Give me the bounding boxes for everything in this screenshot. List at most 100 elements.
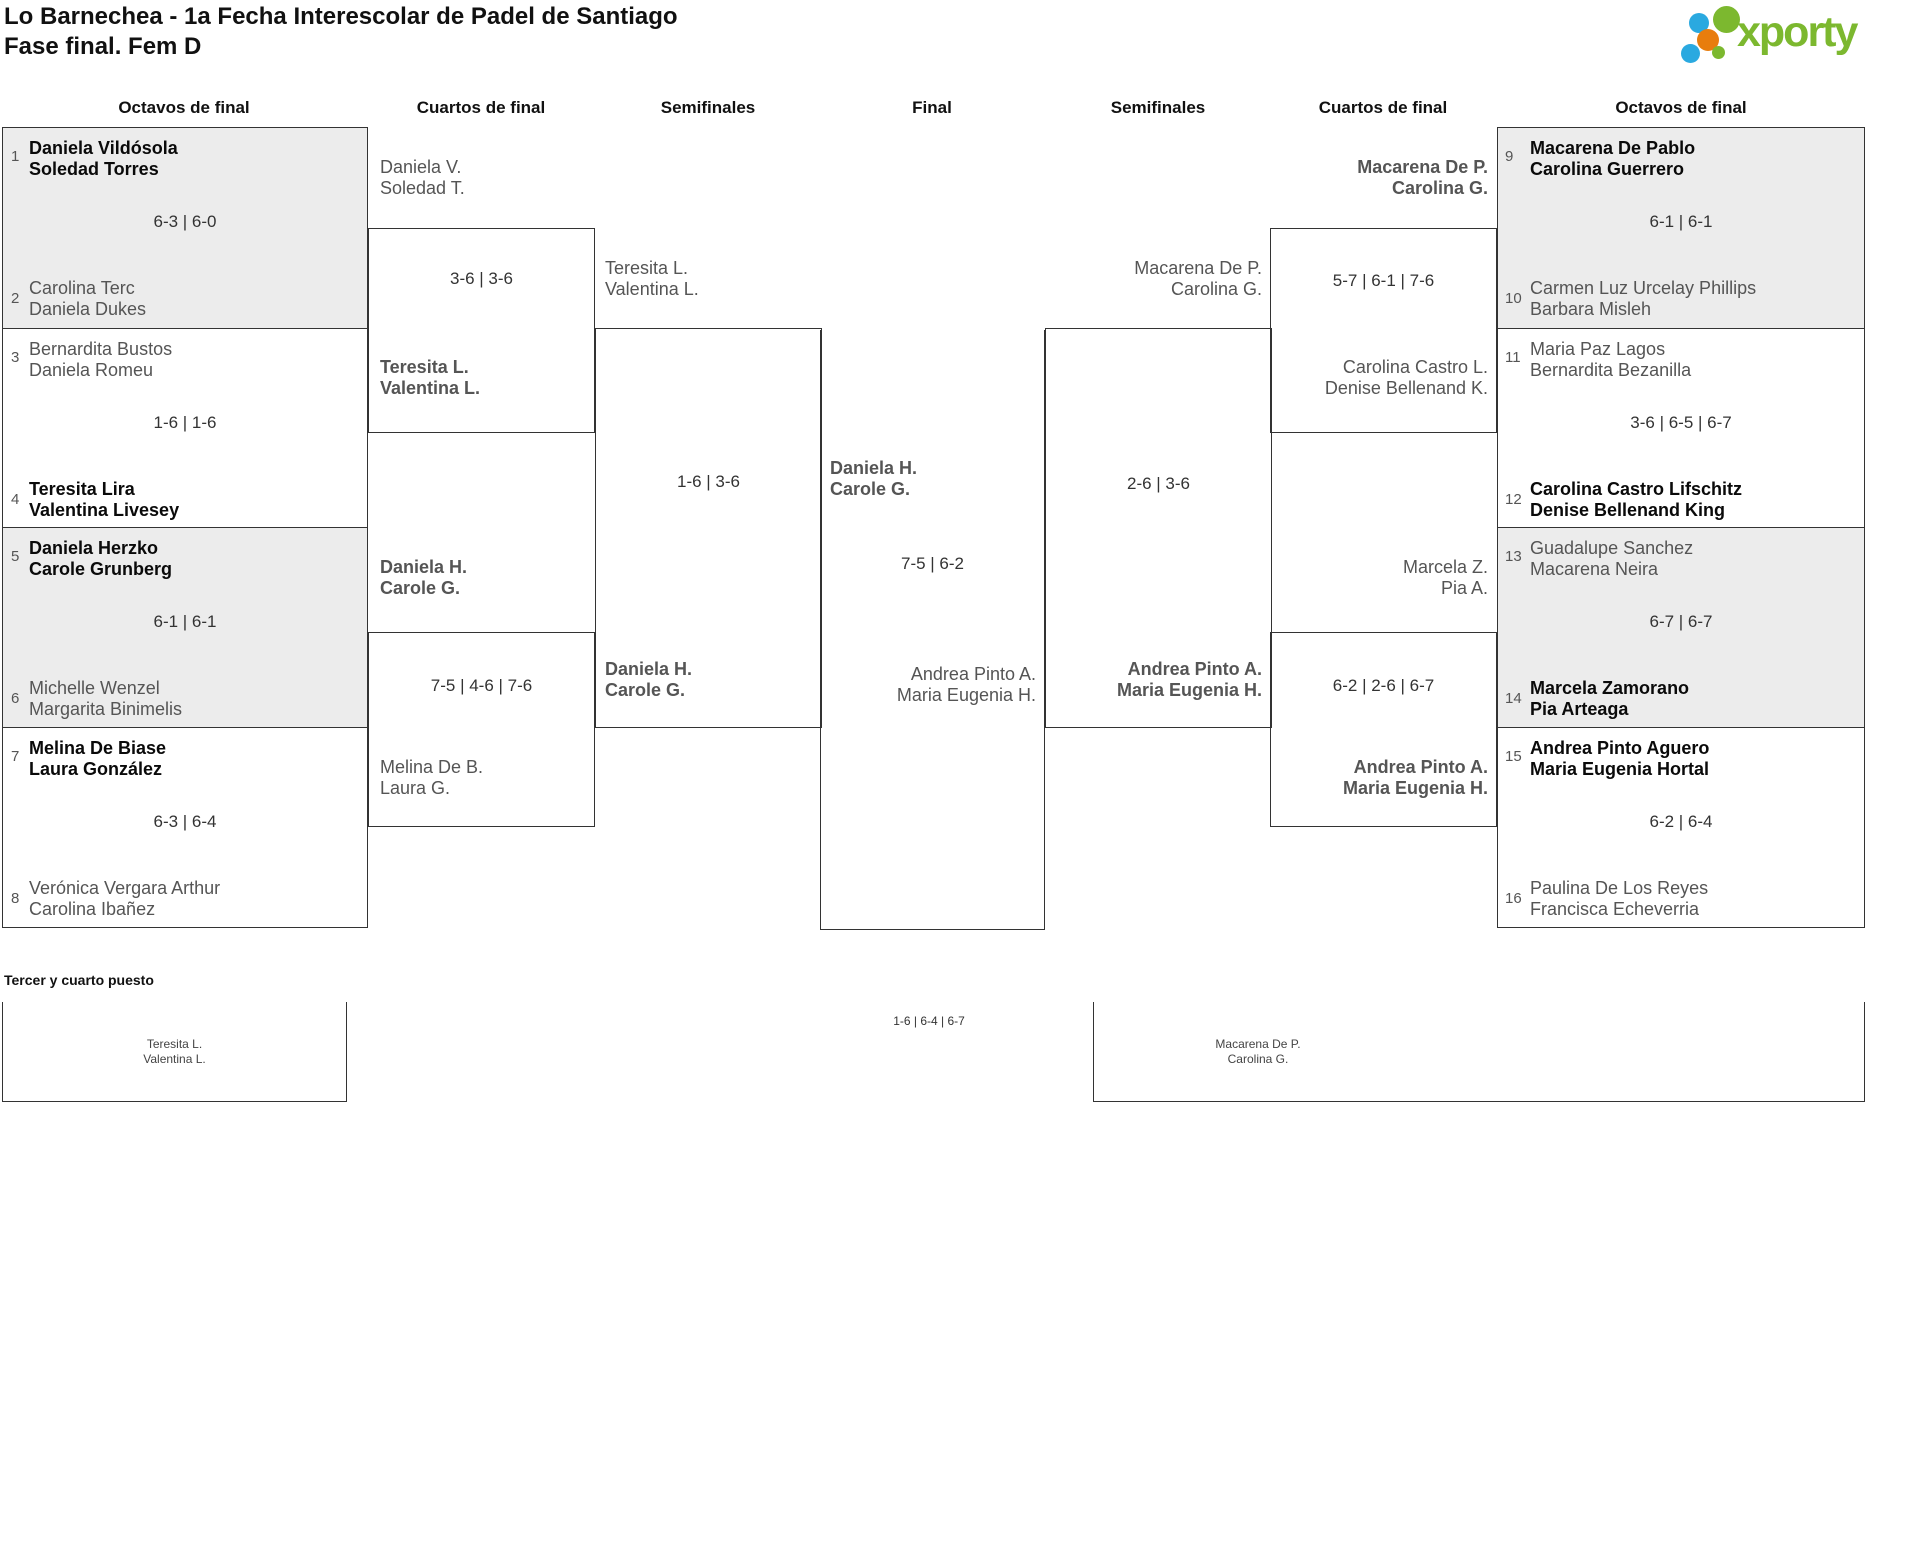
seed-number: 9 <box>1505 148 1514 165</box>
tournament-title-line1: Lo Barnechea - 1a Fecha Interescolar de … <box>4 3 678 30</box>
team-name: Macarena De P. <box>1357 157 1488 177</box>
match-box-octavos-6: 11 Maria Paz Lagos Bernardita Bezanilla … <box>1497 328 1865 528</box>
team-pair: Guadalupe Sanchez Macarena Neira <box>1530 538 1693 580</box>
team-name: Guadalupe Sanchez <box>1530 538 1694 558</box>
match-score: 6-7 | 6-7 <box>1649 612 1713 631</box>
seed-number: 16 <box>1505 890 1522 907</box>
round-header-final: Final <box>912 98 952 117</box>
team-name: Melina De Biase <box>29 738 167 758</box>
match-score: 3-6 | 3-6 <box>449 269 513 288</box>
seed-number: 4 <box>11 491 20 508</box>
match-box-cuartos-left-2 <box>368 632 595 827</box>
match-box-octavos-7: 13 Guadalupe Sanchez Macarena Neira 6-7 … <box>1497 527 1865 728</box>
team-name: Maria Paz Lagos <box>1530 339 1666 359</box>
advancing-team-label: Teresita L. Valentina L. <box>605 258 820 300</box>
round-header-cuartos-right: Cuartos de final <box>1318 98 1448 117</box>
team-name: Daniela Romeu <box>29 360 154 380</box>
team-pair: Carolina Castro Lifschitz Denise Bellena… <box>1530 479 1742 521</box>
match-score: 6-1 | 6-1 <box>153 612 217 631</box>
match-score: 1-6 | 6-4 | 6-7 <box>893 1014 965 1028</box>
finalist-label: Andrea Pinto A. Maria Eugenia H. <box>821 664 1036 706</box>
third-place-team-left: Teresita L. Valentina L. <box>2 1037 347 1067</box>
team-name: Maria Eugenia H. <box>1116 680 1262 700</box>
match-score: 6-2 | 6-4 <box>1649 812 1713 831</box>
team-name: Valentina L. <box>143 1052 206 1066</box>
team-name: Macarena Neira <box>1530 559 1659 579</box>
team-name: Carole G. <box>830 479 911 499</box>
team-name: Laura G. <box>380 778 451 798</box>
team-name: Maria Eugenia H. <box>896 685 1036 705</box>
team-name: Teresita Lira <box>29 479 135 499</box>
match-score: 6-3 | 6-0 <box>153 212 217 231</box>
team-pair: Michelle Wenzel Margarita Binimelis <box>29 678 182 720</box>
finalist-label: Daniela H. Carole G. <box>830 458 1045 500</box>
match-box-cuartos-left-1 <box>368 228 595 433</box>
team-name: Verónica Vergara Arthur <box>29 878 221 898</box>
team-pair: Carolina Terc Daniela Dukes <box>29 278 146 320</box>
match-box-semi-left <box>595 328 822 728</box>
team-name: Margarita Binimelis <box>29 699 183 719</box>
team-pair: Melina De Biase Laura González <box>29 738 166 780</box>
advancing-team-label: Carolina Castro L. Denise Bellenand K. <box>1273 357 1488 399</box>
match-box-octavos-1: 1 Daniela Vildósola Soledad Torres 6-3 |… <box>2 127 368 329</box>
match-box-octavos-8: 15 Andrea Pinto Aguero Maria Eugenia Hor… <box>1497 727 1865 928</box>
team-name: Teresita L. <box>605 258 689 278</box>
advancing-team-label: Andrea Pinto A. Maria Eugenia H. <box>1047 659 1262 701</box>
seed-number: 5 <box>11 548 20 565</box>
advancing-team-label: Andrea Pinto A. Maria Eugenia H. <box>1273 757 1488 799</box>
logo-dot-icon <box>1681 44 1700 63</box>
advancing-team-label: Melina De B. Laura G. <box>380 757 595 799</box>
team-name: Carolina Castro L. <box>1342 357 1488 377</box>
match-score: 6-2 | 2-6 | 6-7 <box>1332 676 1435 695</box>
team-name: Carolina Ibañez <box>29 899 156 919</box>
match-box-cuartos-right-2 <box>1270 632 1497 827</box>
team-name: Paulina De Los Reyes <box>1530 878 1709 898</box>
advancing-team-label: Marcela Z. Pia A. <box>1273 557 1488 599</box>
team-name: Daniela H. <box>605 659 693 679</box>
team-pair: Carmen Luz Urcelay Phillips Barbara Misl… <box>1530 278 1756 320</box>
logo-wordmark: xporty <box>1737 8 1858 56</box>
seed-number: 10 <box>1505 290 1522 307</box>
team-name: Marcela Zamorano <box>1530 678 1690 698</box>
team-name: Carolina Castro Lifschitz <box>1530 479 1743 499</box>
xporty-logo[interactable]: xporty <box>1675 2 1915 68</box>
third-place-heading: Tercer y cuarto puesto <box>4 972 154 988</box>
team-pair: Maria Paz Lagos Bernardita Bezanilla <box>1530 339 1691 381</box>
team-name: Macarena De P. <box>1215 1037 1301 1051</box>
team-name: Valentina L. <box>380 378 481 398</box>
round-header-semis-right: Semifinales <box>1110 98 1206 117</box>
team-name: Denise Bellenand K. <box>1324 378 1488 398</box>
team-name: Carolina Guerrero <box>1530 159 1685 179</box>
match-score: 1-6 | 1-6 <box>153 413 217 432</box>
team-name: Teresita L. <box>146 1037 203 1051</box>
team-name: Maria Eugenia Hortal <box>1530 759 1710 779</box>
match-box-octavos-5: 9 Macarena De Pablo Carolina Guerrero 6-… <box>1497 127 1865 329</box>
match-score: 6-1 | 6-1 <box>1649 212 1713 231</box>
team-name: Daniela H. <box>830 458 918 478</box>
team-name: Marcela Z. <box>1402 557 1488 577</box>
team-pair: Bernardita Bustos Daniela Romeu <box>29 339 172 381</box>
team-name: Carolina Terc <box>29 278 135 298</box>
team-name: Macarena De P. <box>1134 258 1262 278</box>
team-pair: Paulina De Los Reyes Francisca Echeverri… <box>1530 878 1708 920</box>
team-name: Pia Arteaga <box>1530 699 1629 719</box>
seed-number: 3 <box>11 349 20 366</box>
team-name: Carolina G. <box>1227 1052 1289 1066</box>
team-name: Melina De B. <box>380 757 484 777</box>
logo-dot-icon <box>1689 13 1709 33</box>
match-box-semi-right <box>1045 328 1272 728</box>
third-place-box-left <box>2 1002 347 1102</box>
seed-number: 15 <box>1505 748 1522 765</box>
team-pair: Teresita Lira Valentina Livesey <box>29 479 179 521</box>
round-header-cuartos-left: Cuartos de final <box>416 98 546 117</box>
match-box-octavos-3: 5 Daniela Herzko Carole Grunberg 6-1 | 6… <box>2 527 368 728</box>
team-name: Daniela Dukes <box>29 299 147 319</box>
advancing-team-label: Macarena De P. Carolina G. <box>1273 157 1488 199</box>
match-score: 1-6 | 3-6 <box>676 472 740 491</box>
team-pair: Andrea Pinto Aguero Maria Eugenia Hortal <box>1530 738 1709 780</box>
round-header-semis-left: Semifinales <box>660 98 756 117</box>
team-name: Soledad Torres <box>29 159 159 179</box>
team-name: Carmen Luz Urcelay Phillips <box>1530 278 1757 298</box>
team-pair: Macarena De Pablo Carolina Guerrero <box>1530 138 1695 180</box>
